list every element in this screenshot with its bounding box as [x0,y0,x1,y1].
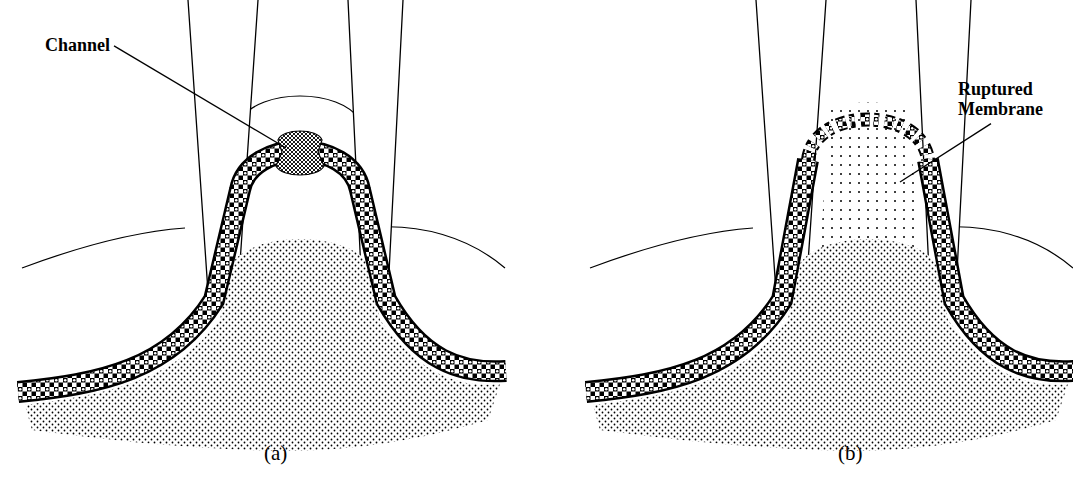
ruptured-membrane [808,120,928,161]
panel-b [586,0,1073,451]
membrane-outline [586,160,808,392]
ion-channel [276,131,324,175]
membrane [18,151,506,392]
glass-curve [590,228,753,268]
meniscus [240,96,360,120]
panel-label: (b) [838,442,863,465]
panel-label: (a) [264,442,287,465]
ruptured-membrane [808,120,928,161]
cytoplasm-in-pipette [820,103,920,251]
membrane-outline [928,160,1073,371]
callout-label: Channel [45,36,110,56]
leader-line [900,124,991,182]
panel-a [18,0,506,451]
leader-line [114,46,286,148]
membrane [586,160,808,392]
membrane-outline [18,151,506,392]
glass-curve [22,228,185,268]
callout-label: Ruptured Membrane [958,80,1068,120]
membrane [928,160,1073,371]
